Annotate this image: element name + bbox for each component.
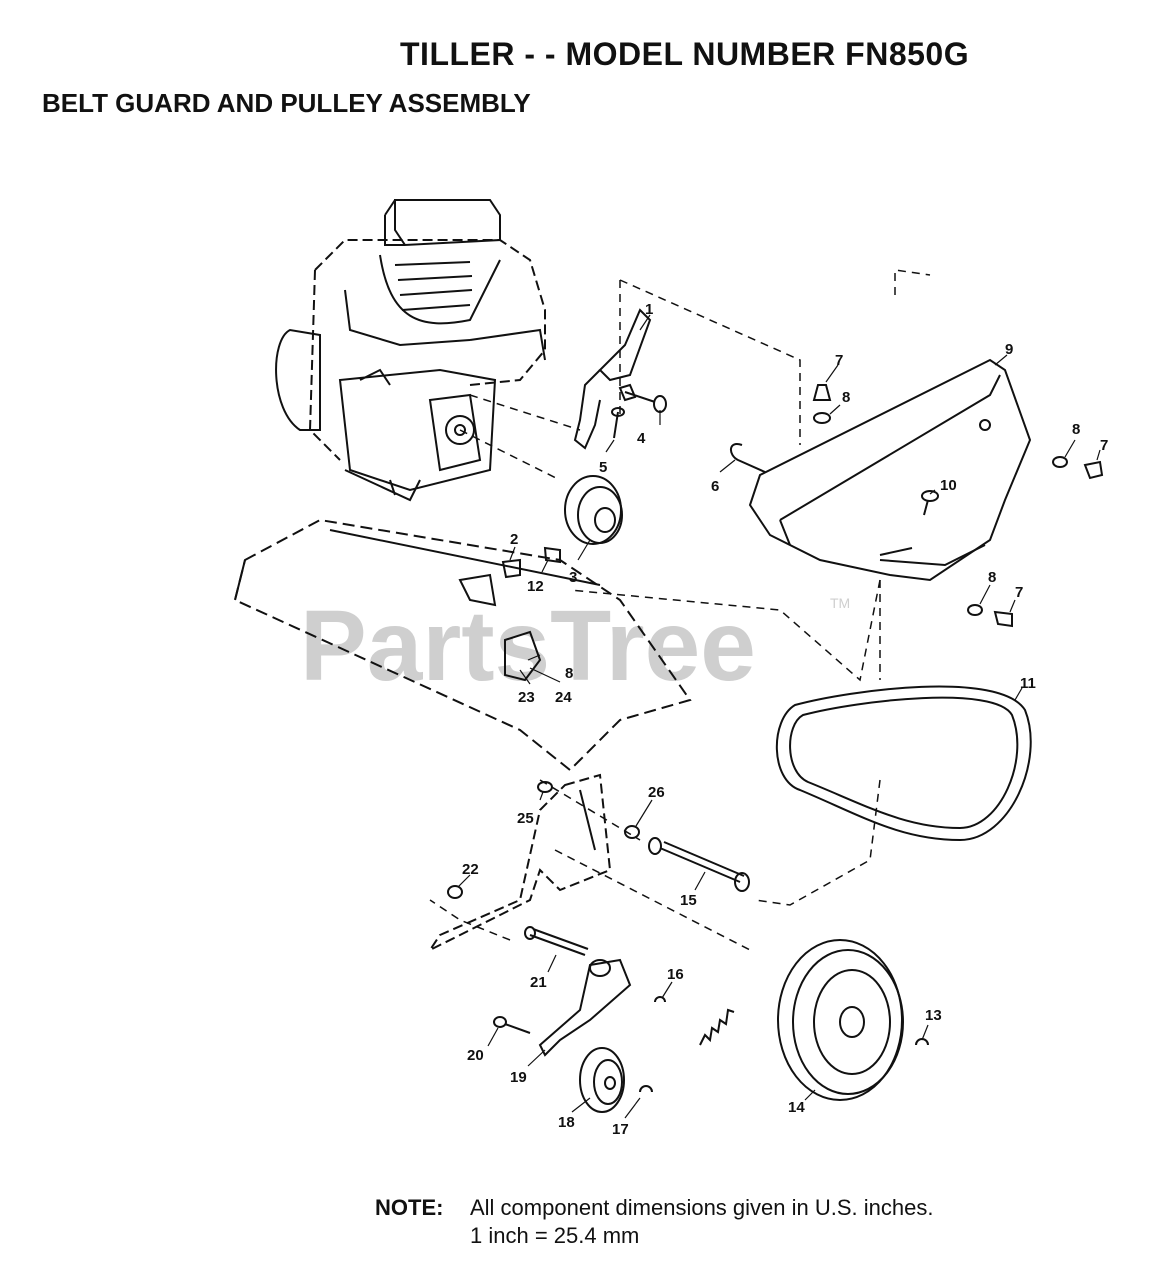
- callout-7-top: 7: [835, 352, 843, 369]
- callout-1: 1: [645, 301, 653, 318]
- callout-24: 24: [555, 689, 572, 706]
- part-5-screw: [611, 407, 625, 439]
- assembly-lines: [429, 269, 931, 951]
- callout-26: 26: [648, 784, 665, 801]
- part-9-belt-guard: [748, 358, 1032, 582]
- callout-8-shield: 8: [565, 665, 573, 682]
- part-15-shaft: [648, 837, 750, 892]
- part-21-pin: [524, 926, 589, 956]
- callout-13: 13: [925, 1007, 942, 1024]
- tine-shield: [233, 518, 692, 772]
- retaining-clips: [639, 996, 929, 1093]
- part-18-idler-pulley: [579, 1047, 625, 1113]
- watermark-tm: TM: [830, 595, 850, 611]
- page-title: TILLER - - MODEL NUMBER FN850G: [400, 36, 970, 72]
- part-12-set-screw: [543, 546, 561, 564]
- dimension-note: NOTE: All component dimensions given in U…: [375, 1194, 933, 1250]
- callout-17: 17: [612, 1121, 629, 1138]
- callout-2: 2: [510, 531, 518, 548]
- engine-drawing: [275, 199, 546, 502]
- part-6-hook: [730, 443, 766, 473]
- drive-support-frame: [427, 773, 612, 953]
- callout-18: 18: [558, 1114, 575, 1131]
- callout-25: 25: [517, 810, 534, 827]
- part-20-bolt: [493, 1016, 531, 1034]
- callout-labels: 1 2 3 4 5 6 7 7 7 8 8 8 8 9 10 11 12 13 …: [462, 301, 1108, 1138]
- callout-8-top: 8: [842, 389, 850, 406]
- callout-20: 20: [467, 1047, 484, 1064]
- callout-7-right: 7: [1100, 437, 1108, 454]
- part-4-bolt: [618, 383, 667, 413]
- part-2-clip: [501, 558, 521, 579]
- callout-12: 12: [527, 578, 544, 595]
- part-7-8-hardware: [812, 384, 1104, 628]
- part-3-engine-pulley: [564, 475, 623, 545]
- callout-15: 15: [680, 892, 697, 909]
- callout-4: 4: [637, 430, 646, 447]
- part-10-screw: [921, 490, 939, 516]
- part-11-belt: [775, 685, 1032, 842]
- callout-9: 9: [1005, 341, 1013, 358]
- assembly-subtitle: BELT GUARD AND PULLEY ASSEMBLY: [42, 88, 531, 118]
- note-label: NOTE:: [375, 1195, 444, 1220]
- small-hardware: [447, 781, 640, 899]
- leader-lines: [457, 314, 1101, 1119]
- note-line-2: 1 inch = 25.4 mm: [470, 1223, 640, 1248]
- callout-10: 10: [940, 477, 957, 494]
- callout-16: 16: [667, 966, 684, 983]
- part-19-idler-arm: [538, 958, 632, 1057]
- idler-spring: [699, 1008, 735, 1046]
- callout-8-right: 8: [1072, 421, 1080, 438]
- part-1-bracket: [573, 308, 652, 450]
- callout-6: 6: [711, 478, 719, 495]
- callout-3: 3: [569, 569, 577, 586]
- callout-22: 22: [462, 861, 479, 878]
- callout-8-lower: 8: [988, 569, 996, 586]
- watermark: PartsTree: [300, 590, 756, 702]
- callout-11: 11: [1020, 675, 1036, 692]
- callout-19: 19: [510, 1069, 527, 1086]
- callout-14: 14: [788, 1099, 805, 1116]
- callout-23: 23: [518, 689, 535, 706]
- note-line-1: All component dimensions given in U.S. i…: [470, 1195, 934, 1220]
- callout-7-lower: 7: [1015, 584, 1023, 601]
- callout-5: 5: [599, 459, 607, 476]
- callout-21: 21: [530, 974, 547, 991]
- part-14-drive-pulley: [777, 939, 904, 1101]
